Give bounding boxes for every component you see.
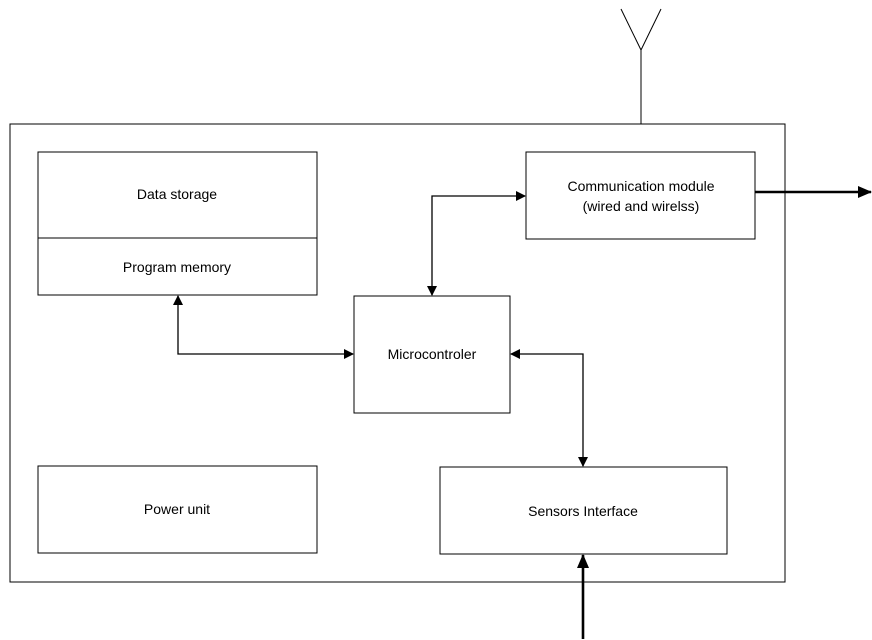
sensors-interface-label: Sensors Interface bbox=[528, 503, 638, 519]
communication-module-sublabel: (wired and wirelss) bbox=[583, 198, 700, 214]
antenna-icon bbox=[620, 8, 662, 124]
memory-block: Data storage Program memory bbox=[37, 151, 318, 296]
communication-module-label: Communication module bbox=[567, 178, 714, 194]
program-memory-label: Program memory bbox=[123, 259, 231, 275]
sensors-interface-block: Sensors Interface bbox=[439, 466, 728, 555]
sensors-interface-frame bbox=[439, 466, 728, 555]
memory-microcontroller-arrow bbox=[173, 295, 354, 359]
microcontroller-frame bbox=[353, 295, 511, 414]
communication-module-frame bbox=[525, 151, 756, 240]
microcontroller-label: Microcontroler bbox=[388, 346, 477, 362]
memory-block-frame bbox=[37, 151, 318, 296]
power-unit-label: Power unit bbox=[144, 501, 210, 517]
microcontroller-block: Microcontroler bbox=[353, 295, 511, 414]
power-unit-block: Power unit bbox=[37, 465, 318, 554]
power-unit-frame bbox=[37, 465, 318, 554]
microcontroller-sensors-arrow bbox=[510, 349, 588, 467]
communication-module-block: Communication module (wired and wirelss) bbox=[525, 151, 756, 240]
microcontroller-communication-arrow bbox=[427, 191, 526, 296]
data-storage-label: Data storage bbox=[137, 186, 217, 202]
